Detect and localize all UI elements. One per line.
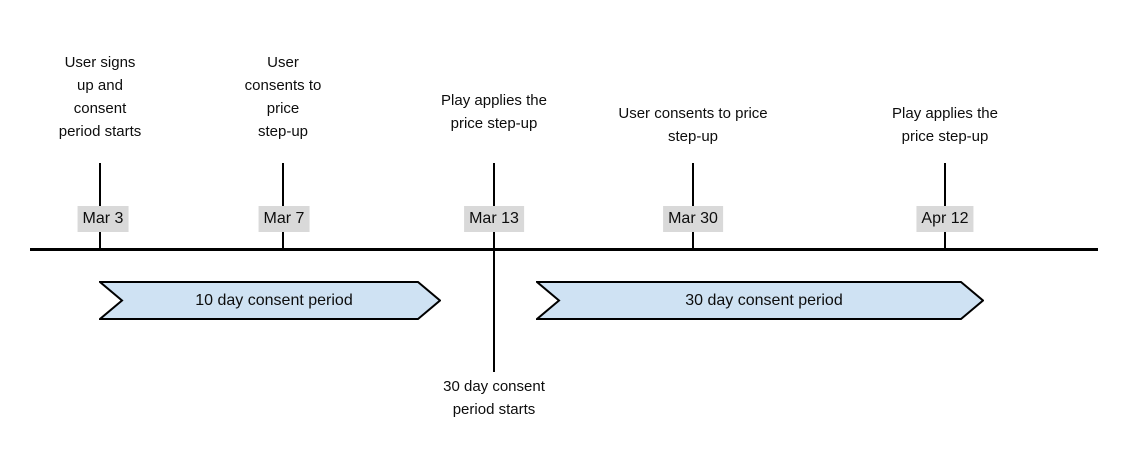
banner-arrow-graphic bbox=[99, 281, 441, 320]
event-date: Mar 3 bbox=[77, 206, 129, 232]
timeline-axis bbox=[30, 248, 1098, 251]
below-axis-label: 30 day consent period starts bbox=[443, 378, 545, 418]
banner-arrow-shape bbox=[99, 281, 441, 320]
event-date: Mar 30 bbox=[663, 206, 723, 232]
event-label-play-applies-1: Play applies the price step-up bbox=[441, 92, 547, 132]
event-label-user-consents-2: User consents to price step-up bbox=[618, 105, 768, 145]
consent-start-connector-line bbox=[493, 250, 495, 372]
banner-arrow-graphic bbox=[536, 281, 984, 320]
consent-period-banner-10day: 10 day consent period bbox=[99, 281, 441, 320]
banner-label: 30 day consent period bbox=[685, 291, 843, 309]
event-date: Mar 13 bbox=[464, 206, 524, 232]
event-date: Apr 12 bbox=[916, 206, 974, 232]
event-label-user-signs-up: User signs up and consent period starts bbox=[58, 54, 142, 140]
event-label-user-consents-1: User consents to price step-up bbox=[244, 54, 322, 140]
event-label-play-applies-2: Play applies the price step-up bbox=[892, 105, 998, 145]
consent-period-banner-30day: 30 day consent period bbox=[536, 281, 984, 320]
banner-arrow-shape bbox=[536, 281, 984, 320]
event-date: Mar 7 bbox=[258, 206, 310, 232]
banner-label: 10 day consent period bbox=[195, 291, 353, 309]
